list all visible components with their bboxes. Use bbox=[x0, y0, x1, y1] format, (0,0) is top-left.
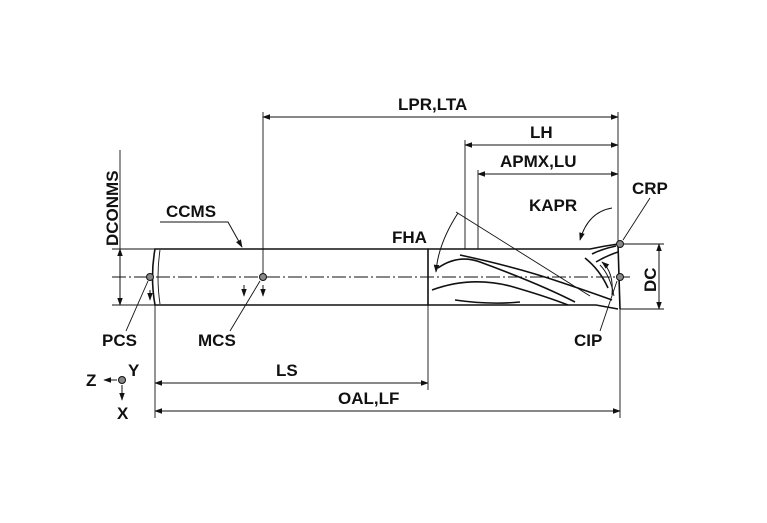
mcs-leader bbox=[229, 280, 261, 332]
apmx-lu-label: APMX,LU bbox=[500, 152, 577, 171]
flute-helix-1 bbox=[437, 258, 576, 303]
kapr-angle-arc bbox=[579, 207, 613, 241]
fha-angle-arc bbox=[433, 212, 459, 273]
cip-point bbox=[616, 273, 624, 281]
extension-lines bbox=[112, 112, 664, 418]
origin-point bbox=[118, 376, 126, 384]
fha-helix-reference bbox=[455, 211, 591, 297]
flute-helix-5 bbox=[584, 257, 609, 289]
neck-outline bbox=[428, 248, 478, 306]
flute-helix-3 bbox=[454, 299, 521, 304]
cip-leader bbox=[599, 280, 618, 332]
lpr-lta-label: LPR,LTA bbox=[398, 95, 467, 114]
cip-label: CIP bbox=[574, 331, 602, 350]
cip-angle-arc bbox=[601, 261, 613, 296]
kapr-label: KAPR bbox=[529, 196, 577, 215]
ccms-leader bbox=[160, 221, 243, 248]
dconms-label: DCONMS bbox=[103, 170, 122, 246]
axis-z-label: Z bbox=[86, 371, 96, 390]
mcs-label: MCS bbox=[198, 331, 236, 350]
oal-lf-label: OAL,LF bbox=[338, 389, 399, 408]
mcs-point bbox=[259, 273, 267, 281]
flute-helix-6 bbox=[591, 245, 619, 263]
flute-outline-bottom bbox=[478, 304, 619, 310]
ccms-label: CCMS bbox=[166, 202, 216, 221]
crp-point bbox=[616, 240, 624, 248]
ls-label: LS bbox=[276, 361, 298, 380]
crp-label: CRP bbox=[632, 179, 668, 198]
tool-body bbox=[151, 243, 621, 310]
flute-outline-top bbox=[478, 243, 619, 250]
flute-helix-2 bbox=[431, 281, 569, 306]
coordinate-system: Z Y X bbox=[86, 361, 140, 423]
flute-helix-4 bbox=[459, 254, 613, 301]
pcs-leader bbox=[125, 280, 149, 332]
dc-label: DC bbox=[641, 267, 660, 292]
lh-label: LH bbox=[530, 123, 553, 142]
pcs-point bbox=[146, 273, 154, 281]
axis-y-label: Y bbox=[128, 361, 140, 380]
fha-label: FHA bbox=[392, 228, 427, 247]
axis-x-label: X bbox=[117, 404, 129, 423]
pcs-label: PCS bbox=[102, 331, 137, 350]
shank-outline bbox=[151, 248, 429, 306]
crp-leader bbox=[622, 197, 651, 241]
